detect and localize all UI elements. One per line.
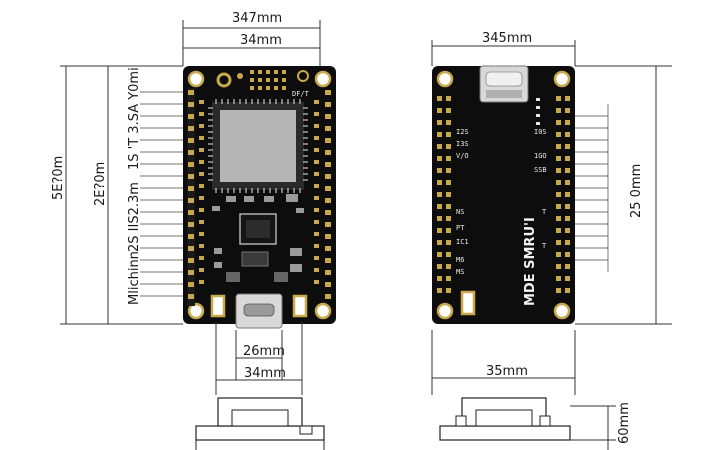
silk-left-0: I2S — [456, 128, 469, 136]
left-top-dimensions: 347mm 34mm — [182, 11, 321, 66]
silk-left-2: V/O — [456, 152, 469, 160]
left-bottom-dimensions: 26mm 34mm — [215, 322, 303, 395]
left-dim-height-outer: 5E?0m — [51, 156, 66, 200]
right-bottom-dimensions: 35mm — [431, 330, 576, 395]
mounting-hole — [187, 70, 205, 88]
left-dim-top-outer: 347mm — [232, 11, 282, 26]
mounting-hole — [187, 302, 205, 320]
left-dim-base-width: 34mm — [244, 366, 286, 381]
mounting-hole — [314, 70, 332, 88]
right-side-view: 60mm — [439, 397, 632, 450]
right-top-dimensions: 345mm — [431, 31, 576, 66]
silk-left-6: M6 — [456, 256, 464, 264]
silk-left-3: NS — [456, 208, 464, 216]
right-dim-top: 345mm — [482, 31, 532, 46]
usb-c-connector — [479, 65, 529, 103]
left-height-dimensions: 5E?0m 2E?0m Mlichinn 2S IIS2.3m 1S 'T 3.… — [51, 65, 183, 325]
right-dim-height: 25 0mm — [629, 164, 644, 218]
right-dim-connector: 60mm — [617, 402, 632, 444]
right-header-pins — [314, 90, 331, 299]
silk-left-5: IC1 — [456, 238, 469, 246]
left-side-view — [195, 397, 325, 450]
top-header-pins — [250, 70, 286, 90]
right-height-dimensions: 25 0mm — [575, 65, 672, 325]
left-dim-height-mid: 2E?0m — [93, 162, 108, 206]
silk-right-1: 1GO — [534, 152, 547, 160]
left-label-mid: 2S IIS2.3m — [127, 182, 142, 252]
silk-top-label: DF/T — [292, 90, 310, 98]
mounting-hole — [436, 302, 454, 320]
mounting-hole — [436, 70, 454, 88]
usb-bridge-chip — [239, 213, 277, 245]
mounting-hole — [553, 302, 571, 320]
left-header-pins — [187, 88, 195, 306]
left-dim-top-inner: 34mm — [240, 33, 282, 48]
silk-left-7: MS — [456, 268, 464, 276]
main-mcu-chip — [208, 99, 308, 193]
silk-right-2: SSB — [534, 166, 547, 174]
brand-label: MDE SMRU'I — [523, 217, 538, 306]
right-header-pins — [556, 96, 570, 293]
mounting-hole — [553, 70, 571, 88]
left-label-pins: 1S 'T 3.SA Y0mi — [127, 67, 142, 170]
silk-right-0: I0S — [534, 128, 547, 136]
right-dim-base-width: 35mm — [486, 364, 528, 379]
left-pcb: DF/T — [183, 66, 336, 329]
left-label-bottom: Mlichinn — [127, 251, 142, 305]
left-dim-usb-width: 26mm — [243, 344, 285, 359]
silk-right-3: T — [542, 208, 547, 216]
left-pin-leaders — [140, 91, 186, 297]
silk-left-4: PT — [456, 224, 465, 232]
right-pcb: I2S I3S V/O NS PT IC1 M6 MS I0S 1GO SSB … — [432, 65, 575, 324]
left-header-pins — [437, 96, 451, 293]
silk-right-4: T — [542, 242, 547, 250]
mounting-hole — [314, 302, 332, 320]
silk-left-1: I3S — [456, 140, 469, 148]
usb-c-connector — [235, 293, 283, 329]
